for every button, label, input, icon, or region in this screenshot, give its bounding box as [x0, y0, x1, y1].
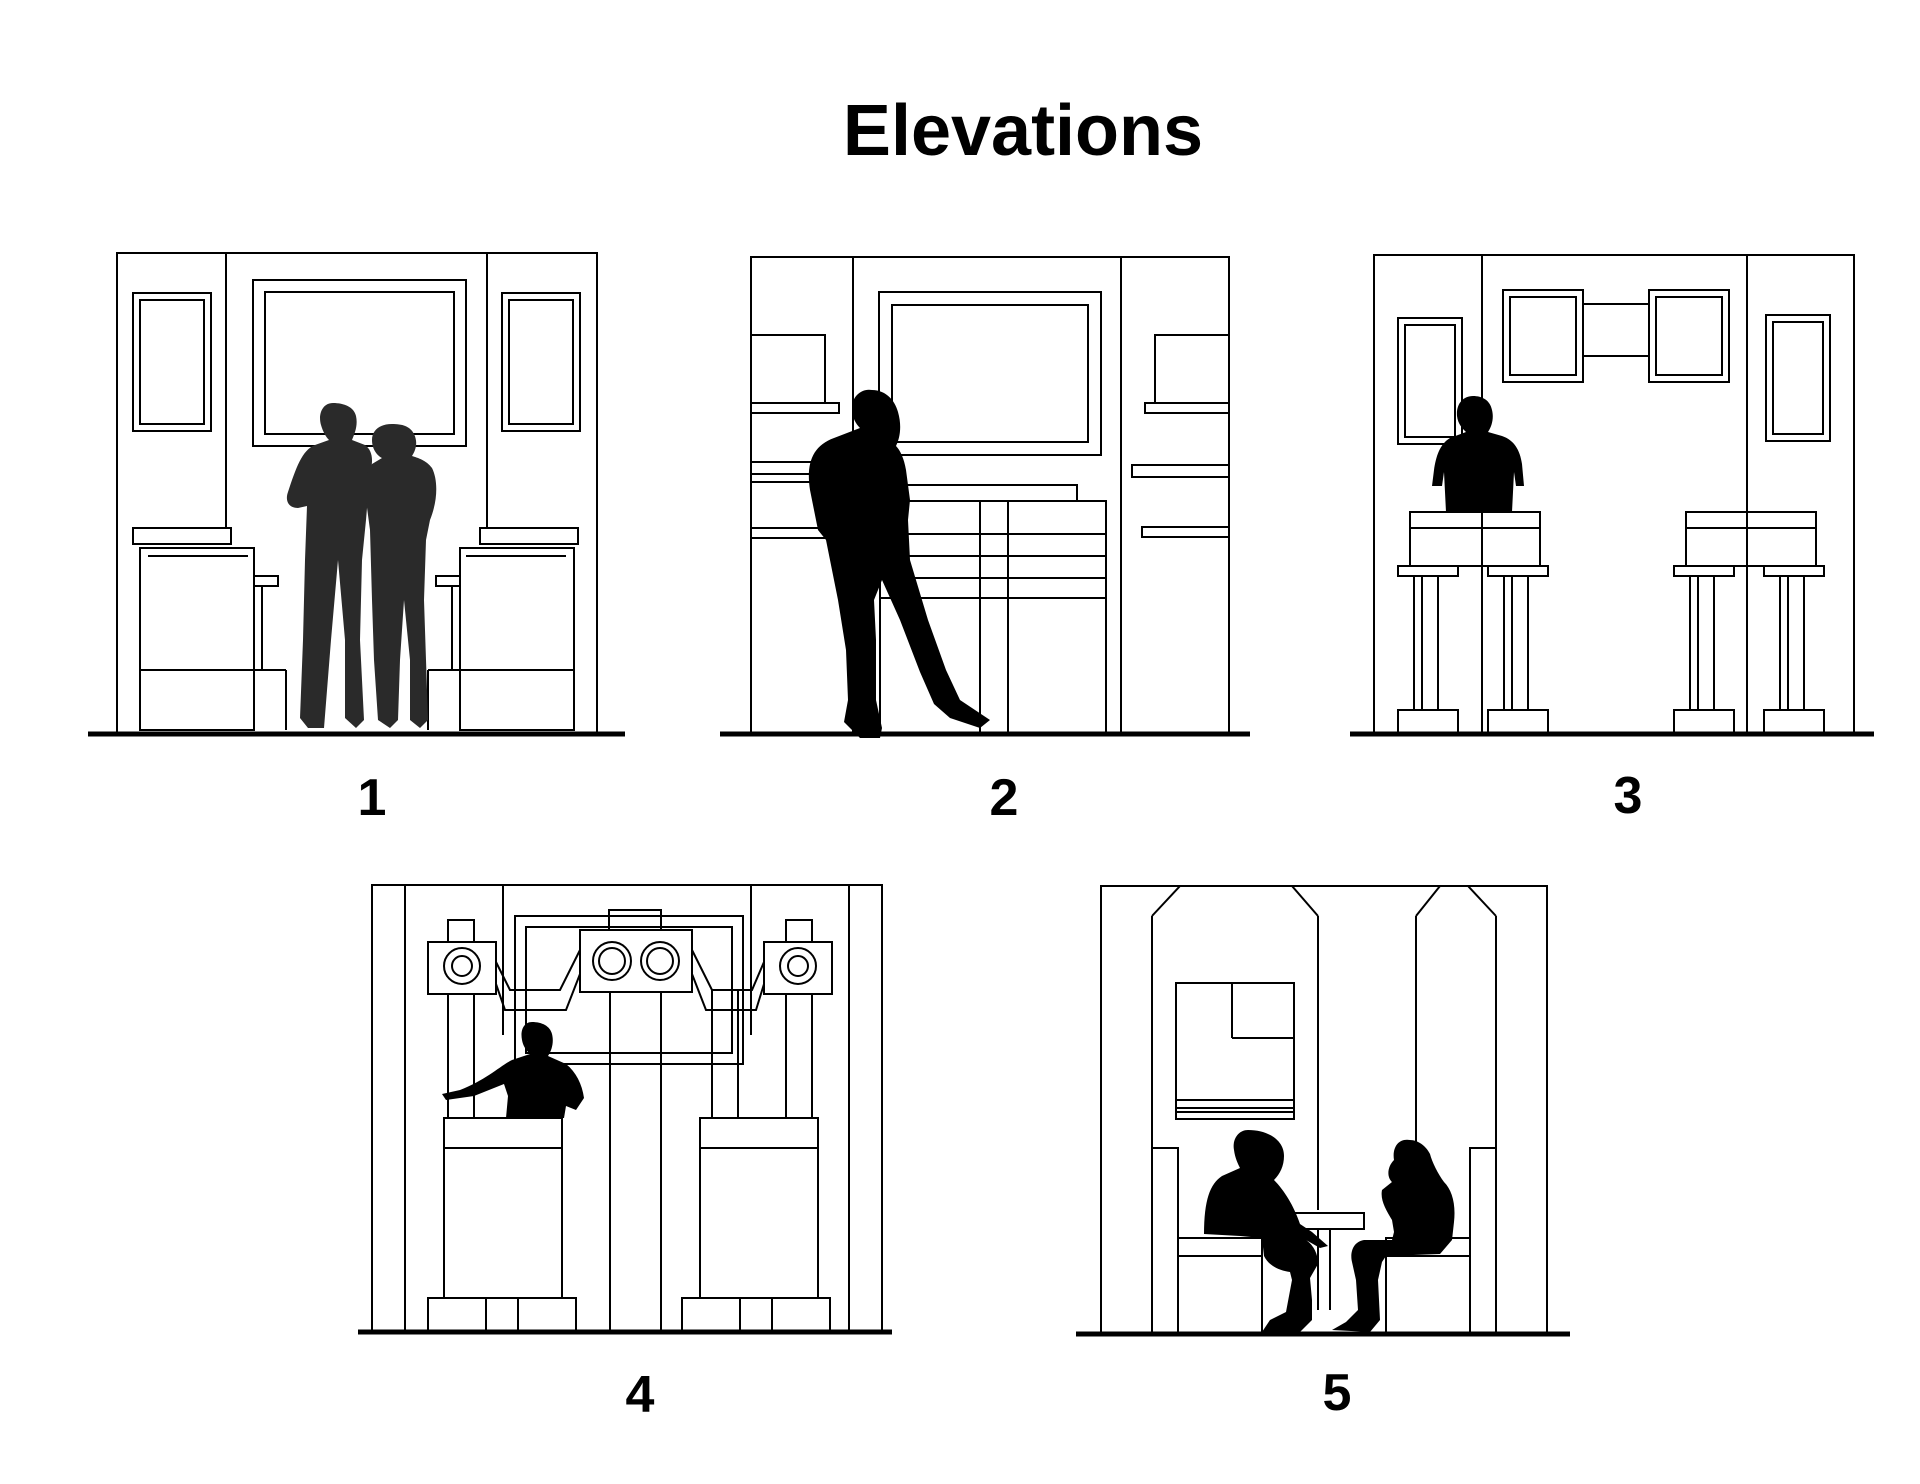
elevation-2: [720, 256, 1250, 738]
page-title: Elevations: [843, 91, 1203, 171]
elevation-5: [1076, 885, 1570, 1337]
elevation-1: [88, 252, 625, 737]
label-5: 5: [1323, 1364, 1352, 1422]
label-3: 3: [1614, 767, 1643, 825]
elevation-3: [1350, 254, 1874, 737]
label-2: 2: [990, 769, 1019, 827]
label-4: 4: [626, 1366, 655, 1424]
label-1: 1: [358, 769, 387, 827]
elevation-4: [358, 884, 892, 1335]
